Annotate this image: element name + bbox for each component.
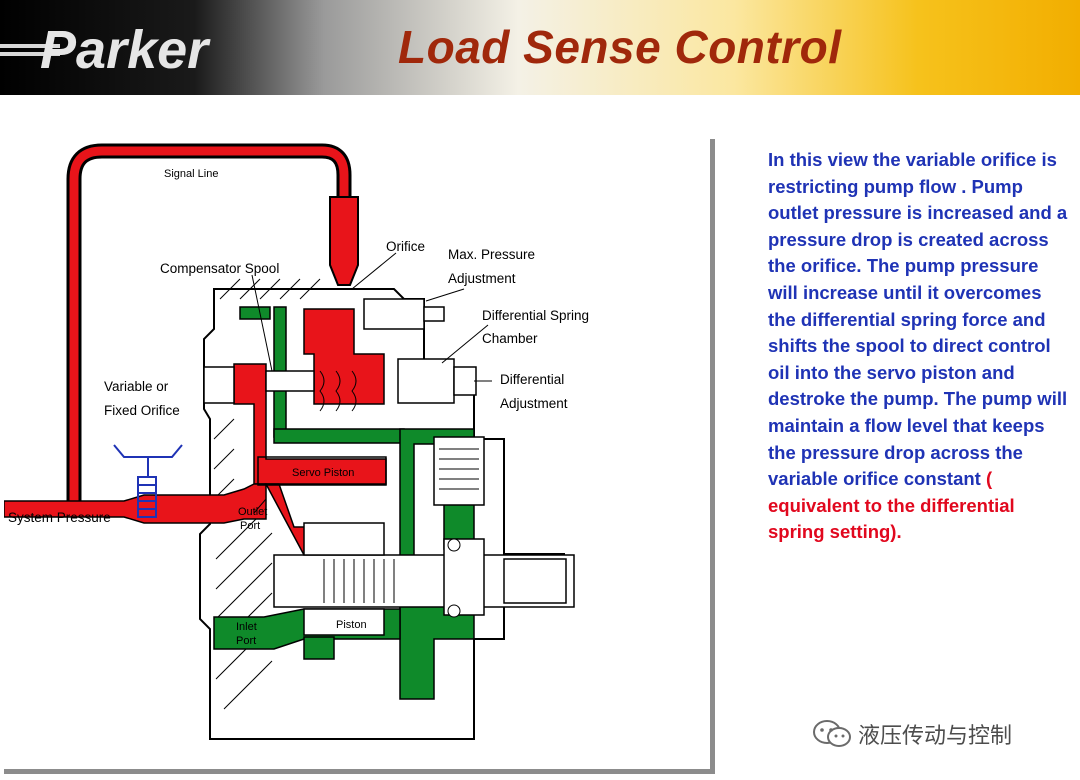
description-text: In this view the variable orifice is res… <box>768 147 1068 546</box>
watermark-text: 液压传动与控制 <box>858 724 1013 749</box>
label-diff-spring-1: Differential Spring <box>482 308 589 323</box>
label-max-pressure-1: Max. Pressure <box>448 247 535 262</box>
label-outlet-1: Outlet <box>238 506 267 518</box>
pump-cutaway-diagram: Signal Line Orifice Max. Pressure Adjust… <box>4 143 589 740</box>
page-title: Load Sense Control <box>398 21 842 73</box>
label-orifice: Orifice <box>386 239 425 254</box>
label-inlet-2: Port <box>236 635 256 647</box>
wechat-icon <box>813 720 851 747</box>
label-diff-adj-2: Adjustment <box>500 396 568 411</box>
label-inlet-1: Inlet <box>236 621 257 633</box>
parker-logo: Parker <box>0 20 211 80</box>
label-max-pressure-2: Adjustment <box>448 271 516 286</box>
variable-orifice-symbol <box>113 444 183 518</box>
orifice-tube <box>329 196 359 286</box>
label-diff-adj-1: Differential <box>500 372 564 387</box>
diagram-panel: Signal Line Orifice Max. Pressure Adjust… <box>4 139 715 774</box>
servo-piston <box>257 456 387 486</box>
label-system-pressure: System Pressure <box>8 510 111 525</box>
label-signal-line: Signal Line <box>164 168 218 180</box>
label-variable-1: Variable or <box>104 379 169 394</box>
label-servo-piston: Servo Piston <box>292 467 354 479</box>
label-piston: Piston <box>336 619 367 631</box>
logo-text: Parker <box>40 20 211 80</box>
label-compensator-spool: Compensator Spool <box>160 261 279 276</box>
description-highlight: ( equivalent to the differential spring … <box>768 468 1015 543</box>
watermark: 液压传动与控制 <box>812 718 1012 750</box>
label-outlet-2: Port <box>240 520 260 532</box>
description-main: In this view the variable orifice is res… <box>768 149 1068 490</box>
label-variable-2: Fixed Orifice <box>104 403 180 418</box>
system-pressure-line <box>4 483 267 524</box>
label-diff-spring-2: Chamber <box>482 331 538 346</box>
header-banner: Parker Load Sense Control <box>0 0 1080 95</box>
